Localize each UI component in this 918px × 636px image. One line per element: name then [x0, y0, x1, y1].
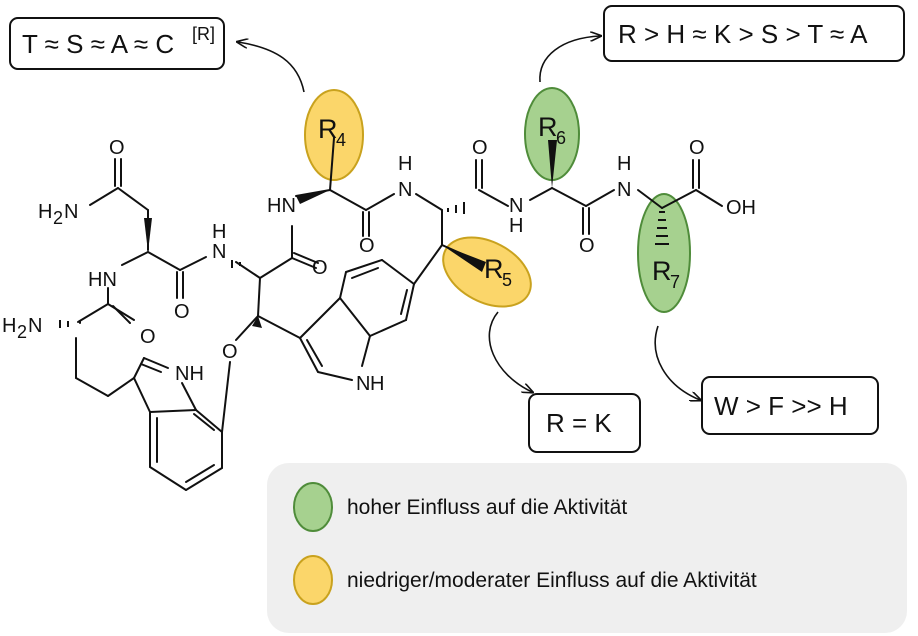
nh-r6-h: H [509, 215, 523, 237]
acid-o: O [689, 137, 705, 159]
nh-r7-n: N [617, 179, 631, 201]
nh-mid-n: N [212, 241, 226, 263]
nh-left: HN [88, 269, 117, 291]
arrow-r4 [238, 42, 305, 93]
asn-nh2-h: H [38, 201, 52, 223]
carbonyl-o-5: O [472, 137, 488, 159]
nh-thr-n: N [398, 179, 412, 201]
r6-letter: R [538, 112, 558, 142]
r5-sub: 5 [502, 270, 512, 290]
arrows [238, 36, 700, 400]
indole2-h: H [370, 373, 384, 395]
r4-order-sup: [R] [192, 24, 215, 44]
r7-order-text: W > F >> H [714, 391, 848, 421]
r5-order-text: R = K [546, 408, 612, 438]
nh-mid-h: H [212, 221, 226, 243]
carbonyl-o-4: O [359, 235, 375, 257]
stereo-bonds [59, 140, 669, 328]
legend-low-label: niedriger/moderater Einfluss auf die Akt… [347, 569, 757, 592]
r4-order-text: T ≈ S ≈ A ≈ C [22, 29, 174, 59]
asn-nh2-sub: 2 [53, 208, 63, 228]
legend-panel [267, 463, 907, 633]
amine-n: N [28, 315, 42, 337]
amine-sub: 2 [17, 322, 27, 342]
ether-o: O [222, 341, 238, 363]
legend-low-swatch [293, 555, 333, 605]
nh-trp2: HN [267, 195, 296, 217]
order-box-r4: T ≈ S ≈ A ≈ C [R] [9, 17, 225, 70]
r5-letter: R [484, 254, 504, 284]
r4-highlight [304, 89, 364, 181]
amine-h: H [2, 315, 16, 337]
arrow-r5 [488, 311, 532, 392]
arrow-r6 [539, 36, 600, 83]
order-box-r6: R > H ≈ K > S > T ≈ A [603, 5, 905, 62]
nh-r7-h: H [617, 153, 631, 175]
indole2-n: N [356, 373, 370, 395]
r7-sub: 7 [670, 272, 680, 292]
legend-high-swatch [293, 482, 333, 532]
nh-thr-h: H [398, 153, 412, 175]
amide-o-asn: O [109, 137, 125, 159]
residue-labels: R 4 R 6 R 5 R 7 [318, 112, 680, 292]
r4-sub: 4 [336, 130, 346, 150]
atom-labels: O H 2 N HN N H O H 2 N O NH O HN O O N H… [2, 137, 756, 395]
r6-sub: 6 [556, 128, 566, 148]
molecule-skeleton [75, 137, 723, 491]
nh-r6-n: N [509, 195, 523, 217]
carbonyl-o-3: O [312, 257, 328, 279]
indole1-nh: NH [175, 363, 204, 385]
legend-high-label: hoher Einfluss auf die Aktivität [347, 496, 627, 519]
asn-nh2-n: N [64, 201, 78, 223]
arrow-r7 [654, 325, 700, 400]
r4-letter: R [318, 114, 338, 144]
r7-letter: R [652, 256, 672, 286]
carbonyl-o-6: O [579, 235, 595, 257]
order-box-r5: R = K [528, 393, 641, 453]
order-box-r7: W > F >> H [701, 376, 879, 435]
carbonyl-o-2: O [174, 301, 190, 323]
acid-oh: OH [726, 197, 756, 219]
r7-highlight [637, 193, 691, 313]
r6-order-text: R > H ≈ K > S > T ≈ A [618, 19, 868, 49]
carbonyl-o-1: O [140, 326, 156, 348]
